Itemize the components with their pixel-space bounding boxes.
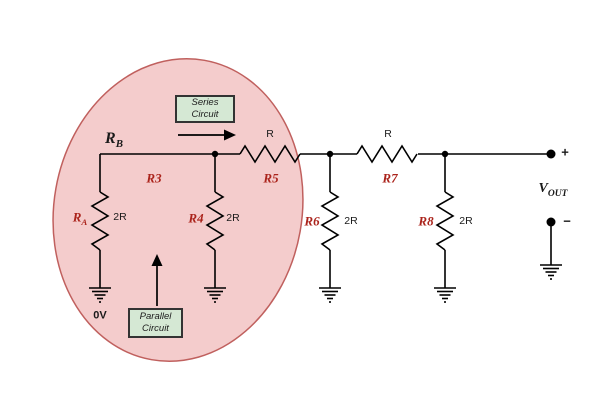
ra-sub: A xyxy=(81,217,88,228)
ground-symbol-vout xyxy=(539,264,563,280)
resistor-r6-name: R6 xyxy=(304,213,320,229)
series-box-line2: Circuit xyxy=(191,109,219,120)
highlight-ellipse xyxy=(52,58,304,362)
parallel-arrow xyxy=(151,254,163,306)
resistor-r6-value: 2R xyxy=(344,214,358,227)
vout-sub: OUT xyxy=(547,188,568,199)
ra-main: R xyxy=(72,209,82,225)
vout-main: V xyxy=(538,181,548,196)
resistor-r4-value: 2R xyxy=(226,211,240,224)
resistor-r7-symbol xyxy=(356,145,418,163)
minus-sign: − xyxy=(563,213,571,229)
series-circuit-box: Series Circuit xyxy=(175,95,235,123)
resistor-r7-value: R xyxy=(384,127,392,140)
junction-dot-node3 xyxy=(441,150,449,158)
resistor-r8-value: 2R xyxy=(459,214,473,227)
ground-symbol-r6 xyxy=(318,287,342,303)
terminal-plus-dot xyxy=(546,149,556,159)
resistor-r4-name: R4 xyxy=(188,210,204,226)
resistor-r6-symbol xyxy=(321,191,339,251)
parallel-box-line1: Parallel xyxy=(139,311,172,323)
parallel-box-line2: Circuit xyxy=(142,323,169,334)
node-rb-label: RB xyxy=(105,130,123,151)
rb-main: R xyxy=(105,130,116,147)
resistor-ra-value: 2R xyxy=(113,210,127,223)
resistor-r5-name: R5 xyxy=(263,170,279,186)
parallel-circuit-box: Parallel Circuit xyxy=(128,308,183,338)
junction-dot-node2 xyxy=(326,150,334,158)
resistor-r8-symbol xyxy=(436,191,454,251)
series-box-line1: Series xyxy=(191,97,219,109)
junction-dot-node1 xyxy=(211,150,219,158)
plus-sign: + xyxy=(561,144,569,160)
zero-volts-label: 0V xyxy=(93,309,107,322)
series-arrow xyxy=(178,129,236,141)
rb-sub: B xyxy=(115,138,123,151)
resistor-ra-name: RA xyxy=(72,209,88,228)
resistor-r5-value: R xyxy=(266,127,274,140)
terminal-minus-dot xyxy=(546,217,556,227)
vout-label: VOUT xyxy=(538,181,568,199)
resistor-r3-name: R3 xyxy=(146,170,162,186)
resistor-r7-name: R7 xyxy=(382,170,398,186)
resistor-r8-name: R8 xyxy=(418,213,434,229)
ground-symbol-r8 xyxy=(433,287,457,303)
